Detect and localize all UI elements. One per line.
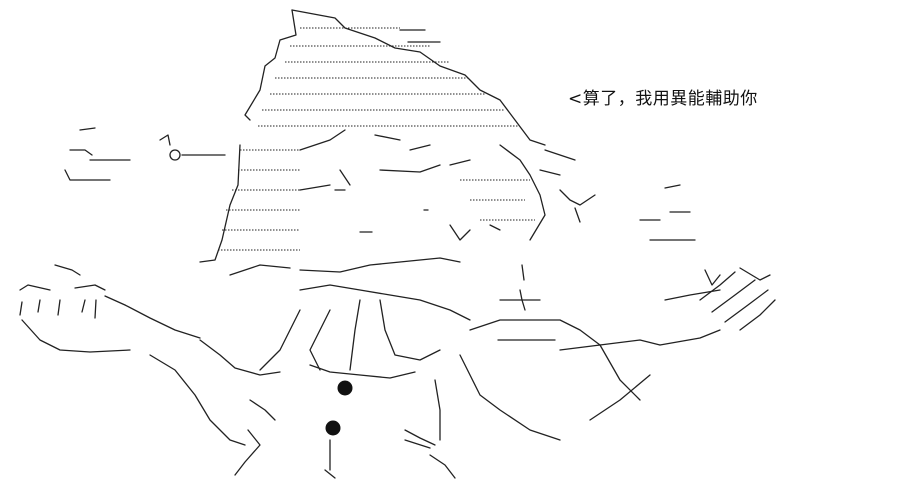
body-outline — [259, 284, 471, 479]
upper-button — [337, 380, 353, 396]
head-outline — [199, 129, 546, 276]
left-arm — [149, 339, 281, 476]
hat-outline — [244, 9, 546, 146]
speech-text: <算了，我用異能輔助你 — [568, 89, 758, 109]
dress-buttons — [325, 380, 353, 436]
left-hand — [19, 264, 201, 353]
right-arm — [459, 289, 721, 441]
face-details — [64, 127, 596, 341]
right-hand — [639, 184, 776, 331]
lower-button — [325, 420, 341, 436]
